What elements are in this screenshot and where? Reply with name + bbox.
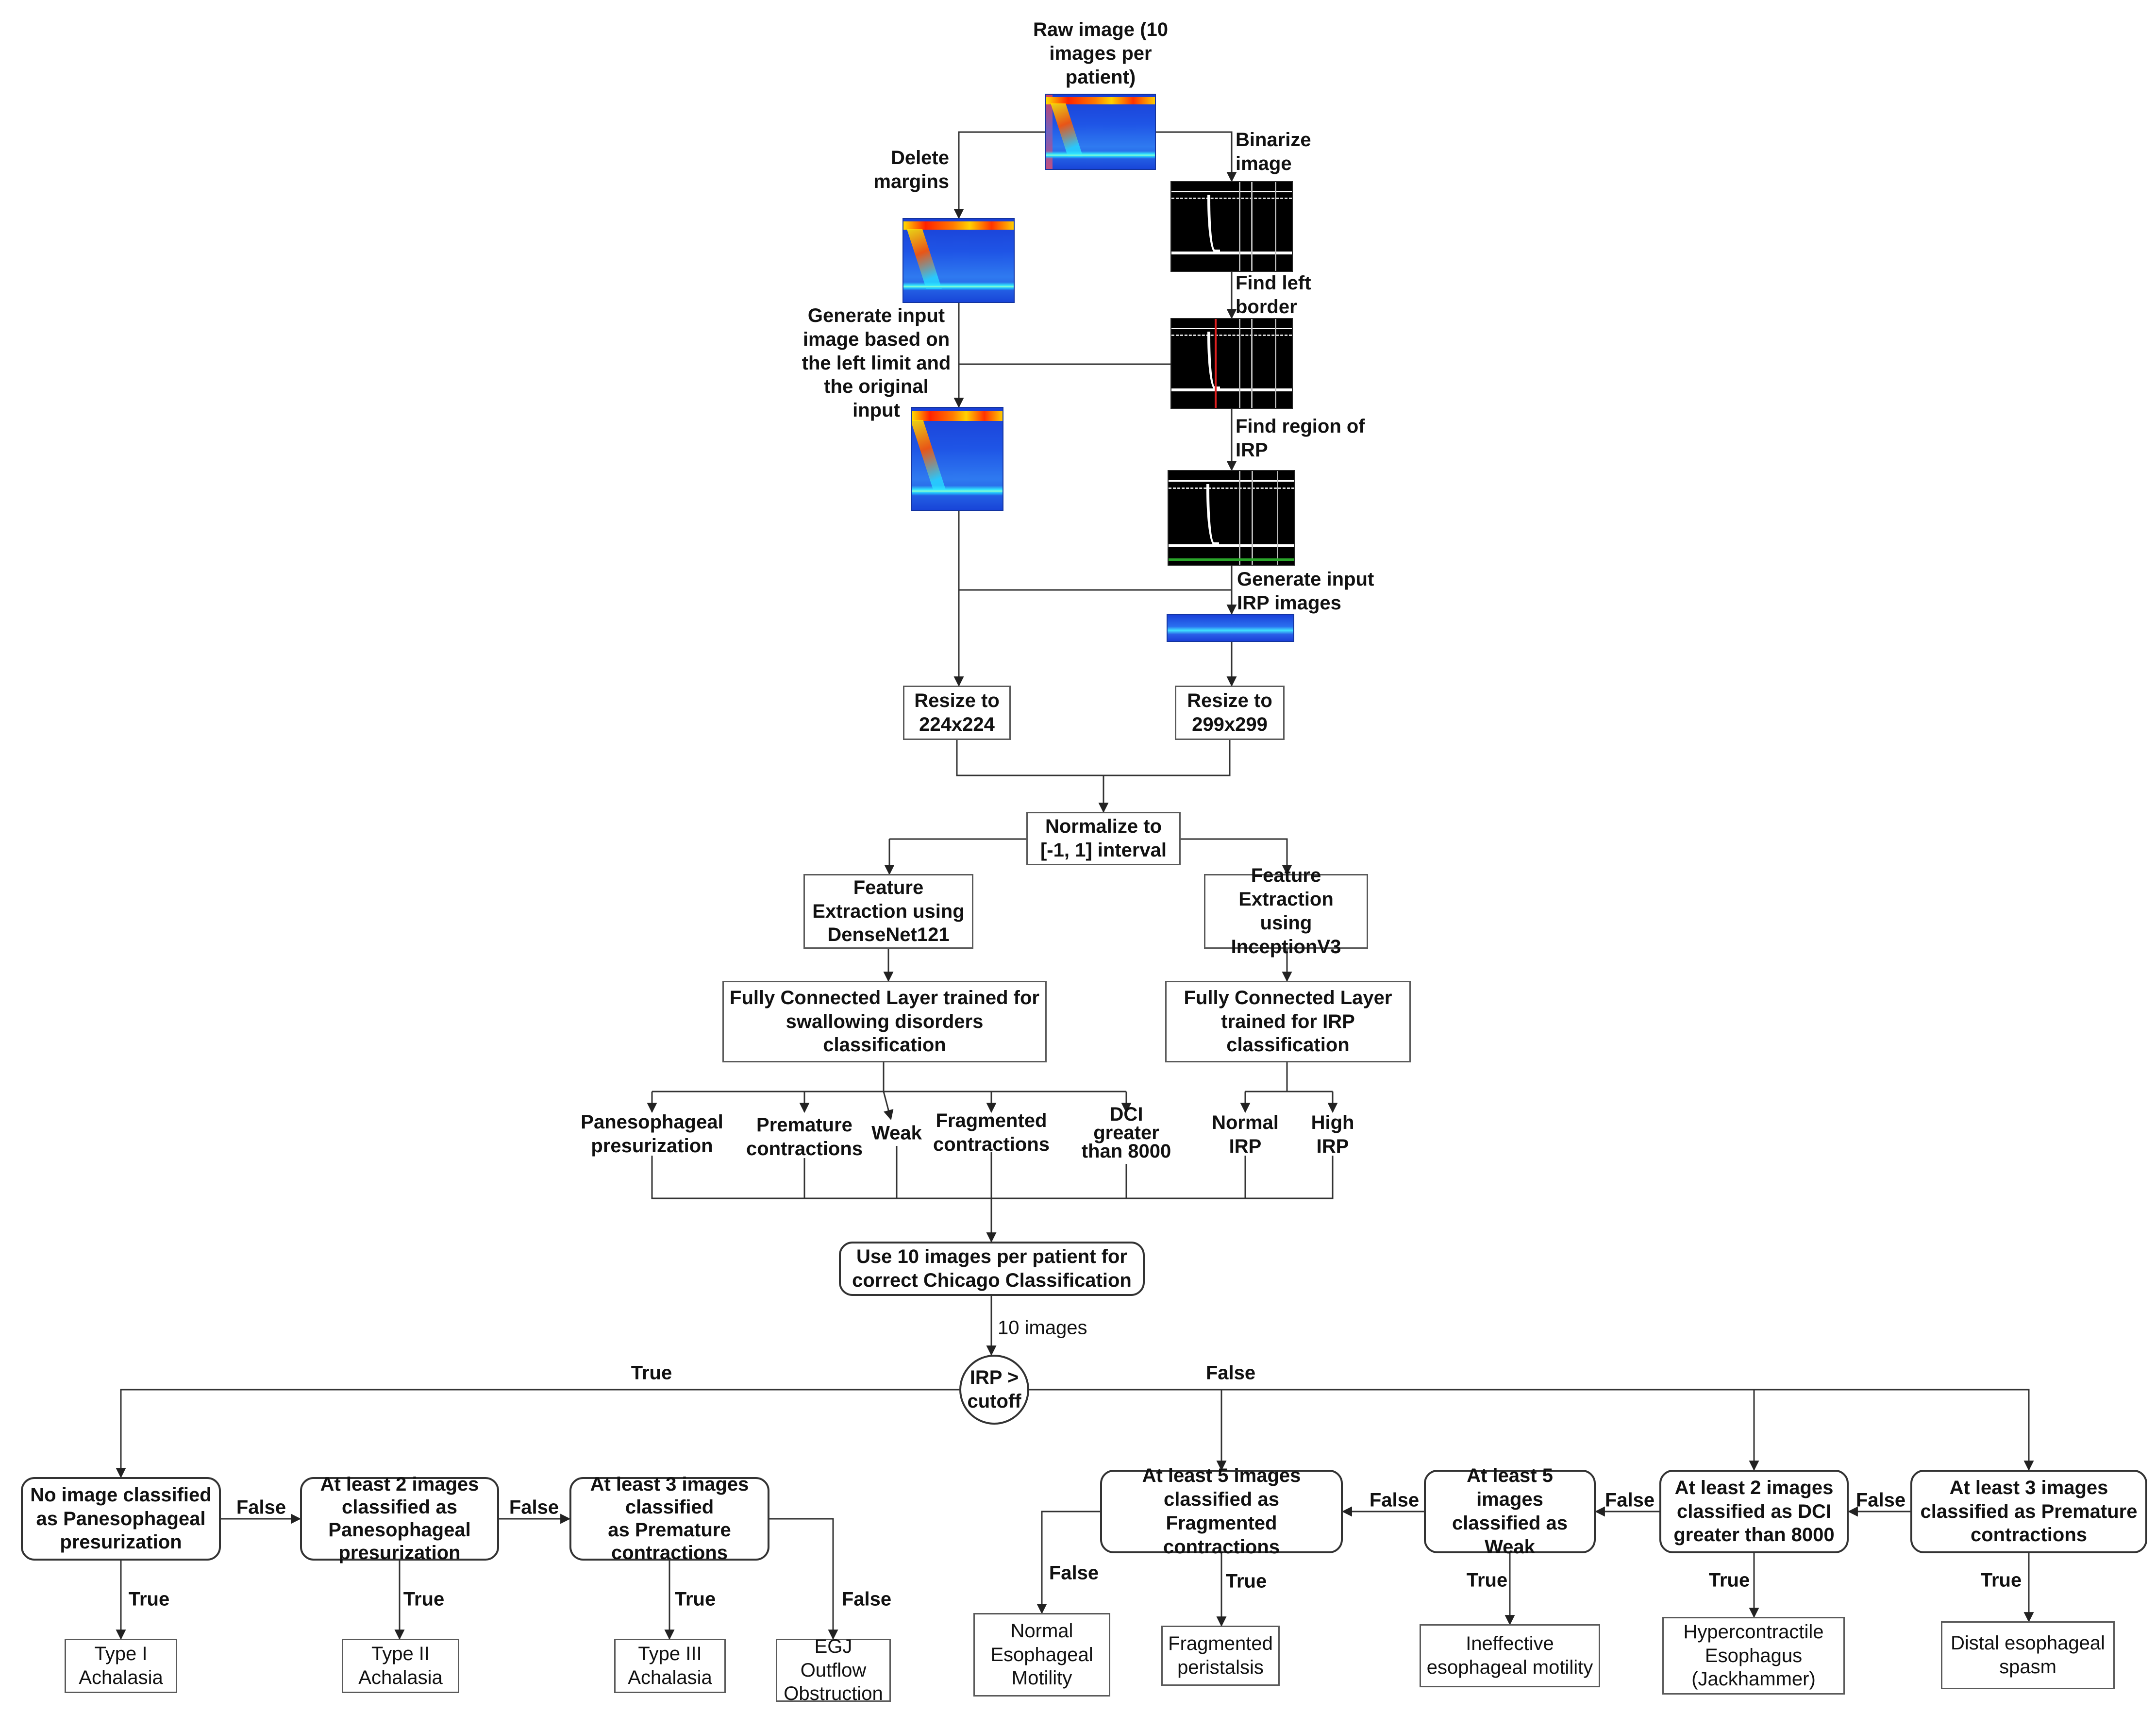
class-fragmented-label: Fragmented contractions	[933, 1110, 1050, 1155]
distal-spasm-box: Distal esophageal spasm	[1941, 1621, 2115, 1689]
class-high-irp-label: High IRP	[1311, 1112, 1354, 1157]
type2-achalasia-box: Type II Achalasia	[342, 1639, 459, 1693]
connector-line	[956, 740, 1231, 776]
raw-image-label: Raw image (10 images per patient)	[1033, 18, 1168, 88]
resize-299-box: Resize to 299x299	[1175, 686, 1285, 740]
use-10-images-box: Use 10 images per patient for correct Ch…	[839, 1242, 1145, 1296]
connector-line	[769, 1518, 838, 1640]
type3-achalasia-box: Type III Achalasia	[614, 1639, 726, 1693]
true-label-2: True	[403, 1588, 445, 1610]
false-label-2: False	[509, 1496, 559, 1518]
false-label-7: False	[1049, 1562, 1099, 1584]
fc-irp-box: Fully Connected Layer trained for IRP cl…	[1165, 981, 1411, 1062]
atleast5-fragmented-box: At least 5 images classified as Fragment…	[1100, 1465, 1343, 1558]
true-label-1: True	[128, 1588, 170, 1610]
irp-true-label: True	[631, 1362, 672, 1384]
normal-motility-box: Normal Esophageal Motility	[973, 1613, 1110, 1697]
connector-line	[953, 131, 1045, 219]
binarize-label: Binarize image	[1236, 129, 1311, 174]
connector-line	[883, 1091, 894, 1121]
true-label-7: True	[1980, 1569, 2022, 1591]
false-label-4: False	[1855, 1489, 1906, 1511]
egj-outflow-box: EGJ Outflow Obstruction	[776, 1636, 891, 1704]
raw-image-thumbnail	[1045, 94, 1156, 170]
find-region-irp-label: Find region of IRP	[1236, 416, 1365, 461]
class-normal-irp-label: Normal IRP	[1212, 1112, 1279, 1157]
irp-cutoff-decision: IRP > cutoff	[959, 1355, 1029, 1425]
class-premature-label: Premature contractions	[746, 1114, 863, 1159]
ineffective-motility-box: Ineffective esophageal motility	[1420, 1624, 1600, 1687]
atleast3-premature-right-box: At least 3 images classified as Prematur…	[1910, 1470, 2147, 1553]
irp-input-image-thumbnail	[1167, 614, 1294, 642]
resize-224-box: Resize to 224x224	[903, 686, 1011, 740]
no-image-panesophageal-box: No image classified as Panesophageal pre…	[21, 1477, 221, 1561]
class-dci-label: DCI greater than 8000	[1081, 1104, 1171, 1162]
delete-margins-label: Delete margins	[873, 147, 949, 192]
left-border-image-thumbnail	[1170, 318, 1293, 409]
hypercontractile-box: Hypercontractile Esophagus (Jackhammer)	[1662, 1617, 1845, 1695]
feature-inception-box: Feature Extraction using InceptionV3	[1204, 865, 1368, 958]
type1-achalasia-box: Type I Achalasia	[65, 1639, 177, 1693]
connector-line	[1036, 1511, 1100, 1614]
class-panesophageal-label: Panesophageal presurization	[581, 1111, 723, 1157]
input-image-thumbnail	[911, 407, 1003, 511]
false-label-5: False	[1604, 1489, 1655, 1511]
atleast5-weak-box: At least 5 images classified as Weak	[1424, 1465, 1596, 1558]
true-label-6: True	[1708, 1569, 1750, 1591]
true-label-4: True	[1225, 1570, 1267, 1592]
normalize-box: Normalize to [-1, 1] interval	[1026, 812, 1181, 865]
feature-densenet-box: Feature Extraction using DenseNet121	[803, 874, 973, 949]
atleast2-panesophageal-box: At least 2 images classified as Panesoph…	[300, 1474, 499, 1563]
true-label-3: True	[674, 1588, 716, 1610]
find-left-border-label: Find left border	[1236, 272, 1311, 318]
connector-line	[651, 1156, 1334, 1199]
binarized-image-thumbnail	[1170, 181, 1293, 272]
generate-irp-label: Generate input IRP images	[1237, 569, 1374, 614]
class-weak-label: Weak	[871, 1122, 922, 1144]
false-label-3: False	[841, 1588, 892, 1610]
ten-images-label: 10 images	[998, 1317, 1087, 1339]
connector-line	[1156, 131, 1237, 183]
connector-line	[1029, 1389, 2034, 1471]
connector-line	[116, 1389, 959, 1479]
false-label-1: False	[236, 1496, 286, 1518]
connector-line	[1181, 838, 1292, 875]
false-label-6: False	[1369, 1489, 1420, 1511]
fragmented-peristalsis-box: Fragmented peristalsis	[1161, 1626, 1280, 1686]
true-label-5: True	[1466, 1569, 1508, 1591]
irp-region-image-thumbnail	[1168, 470, 1295, 566]
atleast3-premature-left-box: At least 3 images classified as Prematur…	[569, 1474, 769, 1563]
generate-input-label: Generate input image based on the left l…	[802, 305, 951, 421]
irp-false-label: False	[1205, 1362, 1256, 1384]
atleast2-dci-box: At least 2 images classified as DCI grea…	[1659, 1470, 1849, 1553]
cropped-image-thumbnail	[903, 218, 1015, 303]
fc-swallowing-box: Fully Connected Layer trained for swallo…	[722, 981, 1047, 1062]
